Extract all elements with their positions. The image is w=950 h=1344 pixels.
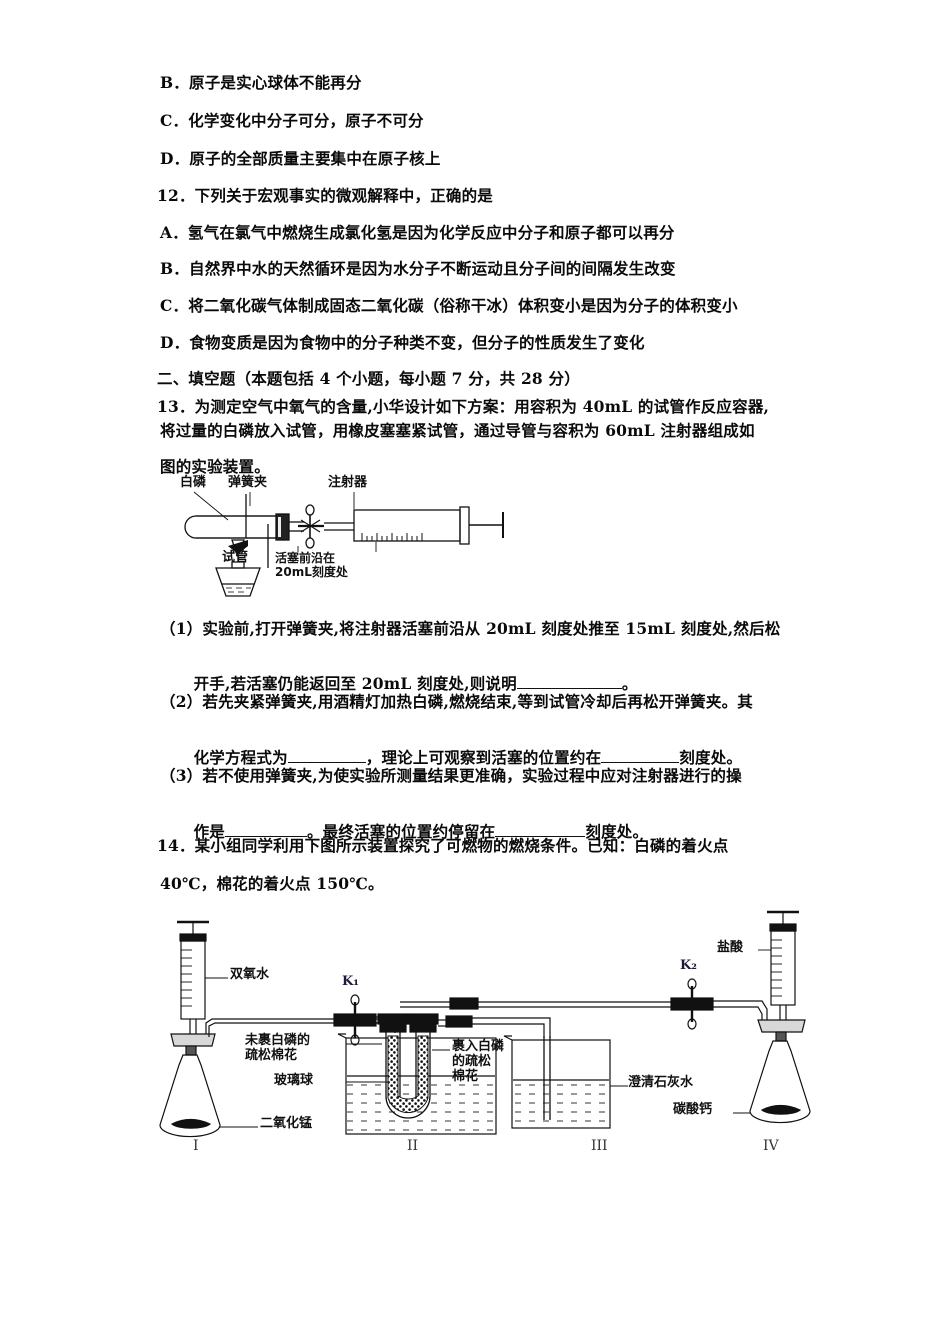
part2-text: 化学方程式为: [193, 747, 288, 767]
valve-K1: [333, 994, 377, 1046]
option-12-b: B．自然界中水的天然循环是因为水分子不断运动且分子间的间隔发生改变: [160, 259, 676, 278]
apparatus-I: [159, 920, 400, 1138]
conical-flask-I: [159, 1054, 221, 1138]
label-white-phosphorus: 白磷: [180, 475, 207, 490]
answer-blank-13-2a[interactable]: [287, 747, 366, 763]
part2-mid: ，理论上可观察到活塞的位置约在: [365, 747, 602, 767]
numeral-IV: IV: [763, 1138, 779, 1154]
flask-I-stopper: [170, 1033, 216, 1047]
question-13-part1-line1: （1）实验前,打开弹簧夹,将注射器活塞前沿从 20mL 刻度处推至 15mL 刻…: [160, 619, 781, 638]
label-calcium-carbonate: 碳酸钙: [673, 1102, 713, 1117]
numeral-II: II: [407, 1138, 419, 1154]
question-13-part3-line2: 作是 。最终活塞的位置约停留在 刻度处。: [160, 805, 648, 855]
option-11-b: B．原子是实心球体不能再分: [160, 73, 362, 92]
label-valve-k1: K₁: [342, 974, 359, 989]
calcium-carbonate-solid: [760, 1104, 802, 1115]
label-valve-k2: K₂: [680, 958, 697, 973]
numeral-III: III: [591, 1138, 608, 1154]
cotton-packing: [387, 1035, 429, 1114]
label-hydrogen-peroxide: 双氧水: [230, 967, 270, 982]
option-12-c: C．将二氧化碳气体制成固态二氧化碳（俗称干冰）体积变小是因为分子的体积变小: [160, 296, 738, 315]
alcohol-burner: [215, 539, 261, 597]
limewater-beaker: [511, 1039, 611, 1129]
option-11-c: C．化学变化中分子可分，原子不可分: [160, 111, 424, 130]
part3-tail: 刻度处。: [585, 821, 649, 841]
question-13-part3-line1: （3）若不使用弹簧夹,为使实验所测量结果更准确，实验过程中应对注射器进行的操: [160, 766, 742, 785]
spring-clip-glyph: [298, 504, 324, 549]
question-13-stem-line1: 13．为测定空气中氧气的含量,小华设计如下方案：用容积为 40mL 的试管作反应…: [157, 397, 770, 416]
option-12-a: A．氢气在氯气中燃烧生成氯化氢是因为化学反应中分子和原子都可以再分: [160, 223, 675, 242]
question-13-part2-line2: 化学方程式为 ，理论上可观察到活塞的位置约在 刻度处。: [160, 731, 742, 781]
test-tube-shape: [184, 515, 281, 539]
part3-text: 作是: [193, 821, 225, 841]
u-tube-stopper-right: [407, 1013, 439, 1025]
question-12-stem: 12．下列关于宏观事实的微观解释中，正确的是: [157, 186, 493, 205]
part1-text: 开手,若活塞仍能返回至 20mL 刻度处,则说明: [193, 673, 517, 693]
label-hydrochloric-acid: 盐酸: [717, 940, 744, 955]
u-tube-stopper-left: [377, 1013, 409, 1025]
label-manganese-dioxide: 二氧化锰: [260, 1116, 313, 1131]
question-13-part2-line1: （2）若先夹紧弹簧夹,用酒精灯加热白磷,燃烧结束,等到试管冷却后再松开弹簧夹。其: [160, 692, 753, 711]
answer-blank-13-3b[interactable]: [495, 821, 586, 837]
label-plunger-position: 活塞前沿在 20mL刻度处: [275, 551, 348, 579]
label-test-tube: 试管: [222, 550, 249, 565]
label-spring-clip: 弹簧夹: [228, 475, 268, 490]
syringe-I-barrel: [180, 940, 206, 1020]
diagram-combustion-conditions-apparatus: 双氧水 二氧化锰 未裹白磷的 疏松棉花 玻璃球 裹入白磷 的疏松 棉花 澄清石灰…: [150, 910, 940, 1175]
part3-mid: 。最终活塞的位置约停留在: [306, 821, 496, 841]
bypass-coupler: [449, 997, 479, 1010]
part2-tail: 刻度处。: [679, 747, 743, 767]
diagram-oxygen-content-apparatus: 白磷 弹簧夹 注射器 试管 活塞前沿在 20mL刻度处: [158, 475, 578, 608]
question-13-stem-line2: 将过量的白磷放入试管，用橡皮塞塞紧试管，通过导管与容积为 60mL 注射器组成如: [160, 421, 755, 440]
label-limewater: 澄清石灰水: [628, 1075, 694, 1090]
apparatus-II: [337, 1013, 497, 1135]
diagram2-svg: [159, 910, 811, 1138]
diagram1-svg: [184, 491, 504, 597]
label-syringe: 注射器: [328, 475, 368, 490]
u-tube: [385, 1030, 431, 1119]
manganese-dioxide-solid: [170, 1118, 212, 1129]
question-14-stem-line1: 14．某小组同学利用下图所示装置探究了可燃物的燃烧条件。已知：白磷的着火点: [157, 836, 729, 855]
apparatus-IV: [749, 910, 811, 1124]
conical-flask-IV: [749, 1040, 811, 1124]
option-11-d: D．原子的全部质量主要集中在原子核上: [160, 149, 441, 168]
label-unwrapped-cotton: 未裹白磷的 疏松棉花: [245, 1033, 311, 1063]
syringe-plunger-head: [459, 506, 470, 545]
answer-blank-13-1[interactable]: [516, 673, 622, 689]
section-heading-fill-in-blank: 二、填空题（本题包括 4 个小题，每小题 7 分，共 28 分）: [157, 369, 580, 388]
answer-blank-13-3a[interactable]: [224, 821, 307, 837]
question-13-part1-line2: 开手,若活塞仍能返回至 20mL 刻度处,则说明 。: [160, 657, 638, 707]
question-14-stem-line2: 40℃，棉花的着火点 150℃。: [160, 874, 384, 893]
numeral-I: I: [193, 1138, 199, 1154]
apparatus-III: [503, 1035, 611, 1129]
flask-IV-stopper: [757, 1019, 806, 1033]
valve-K2: [670, 978, 714, 1030]
label-glass-bead: 玻璃球: [274, 1073, 314, 1088]
answer-blank-13-2b[interactable]: [601, 747, 680, 763]
rubber-stopper: [275, 513, 290, 541]
syringe-IV-barrel: [770, 930, 796, 1006]
question-13-stem-line3: 图的实验装置。: [160, 457, 270, 476]
option-12-d: D．食物变质是因为食物中的分子种类不变，但分子的性质发生了变化: [160, 333, 645, 352]
part1-tail: 。: [621, 673, 638, 693]
label-wrapped-cotton: 裹入白磷 的疏松 棉花: [452, 1039, 505, 1084]
tube-coupler: [445, 1015, 473, 1028]
